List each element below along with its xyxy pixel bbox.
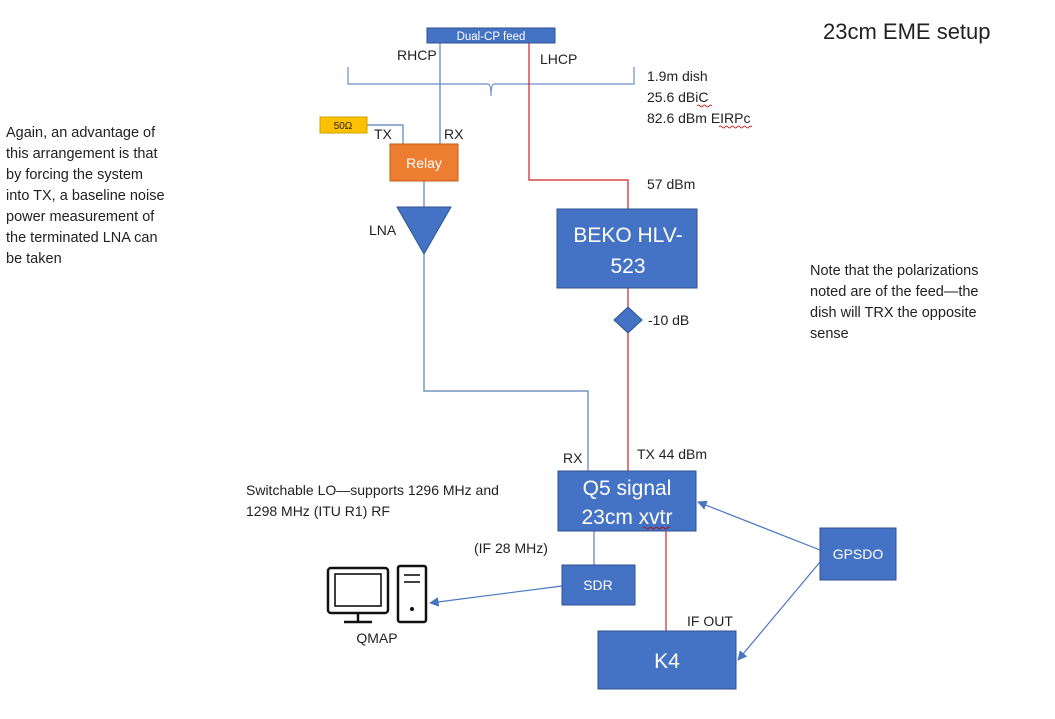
relay-label: Relay xyxy=(406,155,442,171)
amp-output-power: 57 dBm xyxy=(647,176,695,192)
note-right: Note that the polarizations noted are of… xyxy=(810,263,979,342)
dish-gain: 25.6 dBiC xyxy=(647,89,708,105)
svg-text:by forcing the system: by forcing the system xyxy=(6,167,143,183)
tx-signal-path xyxy=(528,43,667,631)
spellcheck-underline xyxy=(642,526,671,530)
svg-text:power measurement of: power measurement of xyxy=(6,209,155,225)
lna-triangle xyxy=(396,206,452,256)
beko-amplifier-box xyxy=(556,208,698,289)
load-label: 50Ω xyxy=(334,121,353,132)
amp-label-line2: 523 xyxy=(610,255,645,278)
svg-text:dish will TRX the opposite: dish will TRX the opposite xyxy=(810,305,977,321)
k4-if-out-label: IF OUT xyxy=(687,613,733,629)
xvtr-label-line2: 23cm xvtr xyxy=(581,506,672,529)
xvtr-tx-label: TX 44 dBm xyxy=(637,446,707,462)
lo-note-line2: 1298 MHz (ITU R1) RF xyxy=(246,503,390,519)
gpsdo-to-xvtr-arrow xyxy=(697,500,821,551)
dual-cp-feed-box xyxy=(426,27,556,44)
desktop-computer-icon xyxy=(326,564,428,624)
spellcheck-underline xyxy=(718,125,753,129)
sdr-label: SDR xyxy=(583,577,613,593)
xvtr-rx-label: RX xyxy=(563,450,583,466)
lhcp-label: LHCP xyxy=(540,51,577,67)
relay-box xyxy=(389,143,459,182)
rhcp-label: RHCP xyxy=(397,47,437,63)
svg-text:Again, an advantage of: Again, an advantage of xyxy=(6,125,156,141)
gpsdo-box xyxy=(819,527,897,581)
feed-label: Dual-CP feed xyxy=(457,31,526,43)
svg-text:this arrangement is that: this arrangement is that xyxy=(6,146,158,162)
svg-text:the terminated LNA can: the terminated LNA can xyxy=(6,230,158,246)
lo-note-line1: Switchable LO—supports 1296 MHz and xyxy=(246,482,499,498)
sdr-to-computer-arrow xyxy=(429,585,563,607)
svg-text:into TX, a baseline noise: into TX, a baseline noise xyxy=(6,188,165,204)
svg-text:Note that the polarizations: Note that the polarizations xyxy=(810,263,978,279)
relay-tx-label: TX xyxy=(374,126,393,142)
dish-size: 1.9m dish xyxy=(647,68,708,84)
computer-label: QMAP xyxy=(356,630,397,646)
xvtr-label-line1: Q5 signal xyxy=(583,477,672,500)
coupler-diamond xyxy=(613,306,643,334)
svg-text:noted are of the feed—the: noted are of the feed—the xyxy=(810,284,979,300)
sdr-box xyxy=(561,564,636,606)
gpsdo-label: GPSDO xyxy=(833,546,884,562)
amp-label-line1: BEKO HLV- xyxy=(573,224,682,247)
gpsdo-to-k4-arrow xyxy=(737,561,821,661)
svg-text:be taken: be taken xyxy=(6,251,62,267)
transverter-box xyxy=(557,470,697,532)
svg-text:sense: sense xyxy=(810,326,849,342)
k4-label: K4 xyxy=(654,650,680,673)
sdr-if-label: (IF 28 MHz) xyxy=(474,540,548,556)
rx-signal-path xyxy=(367,43,595,565)
coupler-label: -10 dB xyxy=(648,312,689,328)
load-50-ohm xyxy=(319,116,368,134)
dish-eirp: 82.6 dBm EIRPc xyxy=(647,110,751,126)
spellcheck-underline xyxy=(696,104,713,108)
lna-label: LNA xyxy=(369,222,397,238)
diagram-title: 23cm EME setup xyxy=(823,19,991,44)
note-left: Again, an advantage of this arrangement … xyxy=(6,125,165,267)
relay-rx-label: RX xyxy=(444,126,464,142)
k4-radio-box xyxy=(597,630,737,690)
dish-brace xyxy=(347,67,635,97)
